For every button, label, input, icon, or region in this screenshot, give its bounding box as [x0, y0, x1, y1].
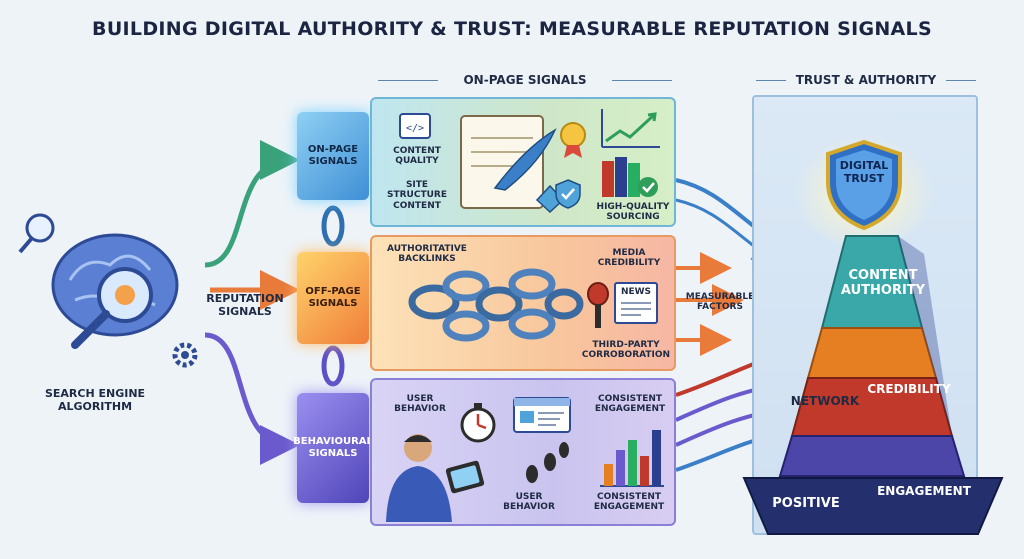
site-structure-label: SITE STRUCTURE CONTENT [387, 180, 447, 211]
pyramid [742, 235, 1004, 535]
credibility-label: CREDIBILITY [867, 382, 951, 396]
consistent-engagement-top-label: CONSISTENT ENGAGEMENT [594, 394, 666, 415]
arrow-to-on-page [204, 140, 300, 268]
trust-header-rule-left [756, 80, 786, 81]
news-label: NEWS [620, 287, 652, 297]
arrow-to-behavioural [204, 332, 300, 465]
engagement-bars-icon [600, 430, 664, 487]
shield-check-icon [555, 179, 581, 209]
on-page-header-rule-left [378, 80, 438, 81]
digital-trust-shield-icon [826, 139, 902, 231]
footsteps-icon [526, 442, 569, 483]
user-behavior-bottom-label: USER BEHAVIOR [503, 492, 555, 513]
consistent-engagement-bottom-label: CONSISTENT ENGAGEMENT [593, 492, 665, 513]
off-page-signals-cube: OFF-PAGE SIGNALS [297, 252, 369, 344]
on-page-header-rule-right [612, 80, 672, 81]
content-authority-level: CONTENT AUTHORITY [840, 268, 926, 298]
books-icon [602, 157, 658, 197]
brain-icon [51, 233, 179, 349]
browser-window-icon [513, 397, 571, 433]
magnifier-icon [18, 213, 55, 254]
authoritative-backlinks-label: AUTHORITATIVE BACKLINKS [387, 244, 467, 265]
microphone-icon [587, 282, 609, 328]
algorithm-label: SEARCH ENGINE ALGORITHM [44, 387, 146, 413]
on-page-signals-cube: ON-PAGE SIGNALS [297, 112, 369, 200]
reputation-signals-label: REPUTATION SIGNALS [206, 292, 284, 318]
trust-authority-header: TRUST & AUTHORITY [795, 73, 937, 87]
growth-chart-icon [601, 109, 660, 148]
measurable-factors-label: MEASURABLE FACTORS [685, 292, 755, 313]
high-quality-sourcing-label: HIGH-QUALITY SOURCING [596, 202, 670, 223]
engagement-label: ENGAGEMENT [877, 484, 971, 498]
page-title: BUILDING DIGITAL AUTHORITY & TRUST: MEAS… [92, 18, 932, 40]
content-quality-label: CONTENT QUALITY [393, 146, 441, 167]
third-party-corroboration-label: THIRD-PARTY CORROBORATION [581, 340, 671, 361]
news-badge: NEWS [614, 282, 658, 324]
award-badge-icon [560, 122, 586, 158]
stopwatch-icon [460, 403, 496, 443]
user-behavior-top-label: USER BEHAVIOR [394, 394, 446, 415]
svg-text:</>: </> [406, 123, 424, 134]
document-quill-icon [460, 115, 565, 214]
trust-header-rule-right [946, 80, 976, 81]
gear-icon [172, 342, 198, 368]
media-credibility-label: MEDIA CREDIBILITY [597, 248, 661, 269]
network-label: NETWORK [790, 394, 860, 408]
positive-label: POSITIVE [772, 496, 840, 511]
chain-links-icon [408, 268, 584, 342]
behavioural-signals-cube: BEHAVIOURAL SIGNALS [293, 393, 373, 503]
digital-trust-label: DIGITAL TRUST [839, 159, 889, 185]
on-page-header: ON-PAGE SIGNALS [463, 73, 587, 87]
user-with-tablet-icon [386, 434, 485, 522]
code-icon: </> [399, 113, 431, 139]
